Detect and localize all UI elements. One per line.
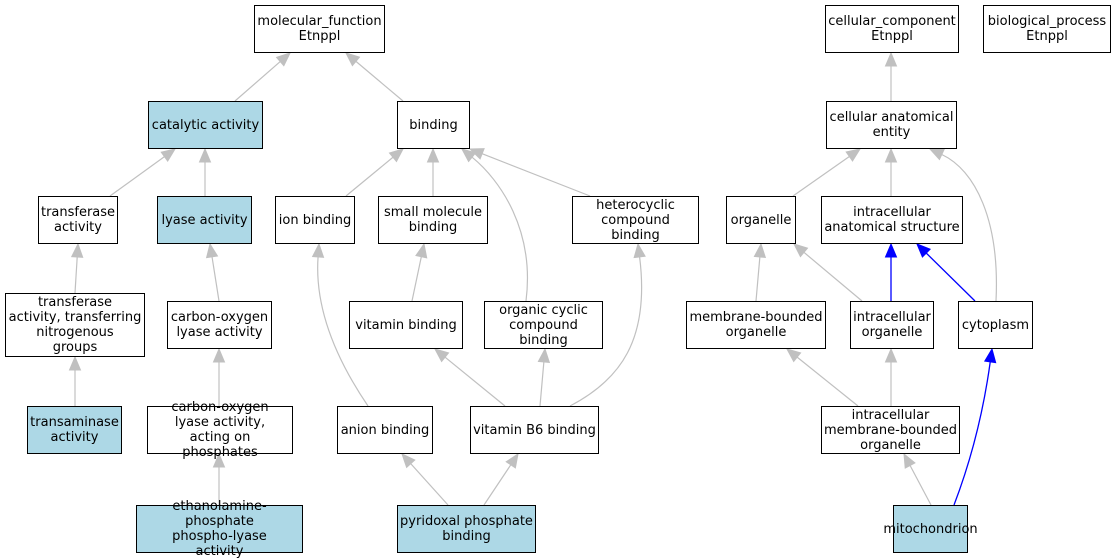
- edge-cytoplasm-to-cellular-anatomical-entity: [941, 153, 998, 302]
- edge-transferase-activity-to-catalytic-activity-arrowhead: [160, 148, 177, 162]
- node-membrane-bounded-organelle[interactable]: membrane-bounded organelle: [686, 301, 826, 349]
- edge-mitochondrion-to-intracellular-membrane-bounded-organelle-arrowhead: [903, 452, 916, 469]
- node-binding[interactable]: binding: [397, 101, 470, 149]
- edge-transferase-nitrogenous-to-transferase-activity-arrowhead: [70, 242, 84, 258]
- edge-heterocyclic-compound-binding-to-binding: [481, 153, 591, 197]
- node-cellular-anatomical-entity[interactable]: cellular anatomical entity: [826, 101, 957, 149]
- node-carbon-oxygen-lyase[interactable]: carbon-oxygen lyase activity: [167, 301, 272, 349]
- edge-carbon-oxygen-lyase-to-lyase-activity: [211, 256, 220, 302]
- edge-mitochondrion-to-cytoplasm: [953, 361, 991, 506]
- node-small-molecule-binding[interactable]: small molecule binding: [378, 196, 488, 244]
- edge-small-molecule-binding-to-binding-arrowhead: [426, 147, 440, 163]
- edge-intracellular-organelle-to-organelle-arrowhead: [793, 243, 809, 258]
- node-ion-binding[interactable]: ion binding: [275, 196, 355, 244]
- edge-vitamin-b6-binding-to-heterocyclic-compound-binding-arrowhead: [633, 242, 646, 259]
- edge-mitochondrion-to-cytoplasm-arrowhead: [983, 347, 997, 364]
- node-transaminase-activity[interactable]: transaminase activity: [27, 406, 122, 454]
- edge-intracellular-organelle-to-organelle: [803, 251, 863, 302]
- edge-anion-binding-to-ion-binding: [317, 256, 369, 407]
- node-heterocyclic-compound-binding[interactable]: heterocyclic compound binding: [572, 196, 699, 244]
- edge-lyase-activity-to-catalytic-activity-arrowhead: [198, 147, 212, 163]
- edge-membrane-bounded-organelle-to-organelle: [755, 256, 761, 302]
- edge-cytoplasm-to-cellular-anatomical-entity-arrowhead: [928, 148, 945, 161]
- edge-mitochondrion-to-intracellular-membrane-bounded-organelle: [909, 465, 932, 506]
- edge-vitamin-b6-binding-to-vitamin-binding: [444, 356, 506, 407]
- edge-pyridoxal-phosphate-binding-to-vitamin-b6-binding: [483, 464, 512, 506]
- node-vitamin-binding[interactable]: vitamin binding: [349, 301, 463, 349]
- node-vitamin-b6-binding[interactable]: vitamin B6 binding: [470, 406, 599, 454]
- edge-organelle-to-cellular-anatomical-entity-arrowhead: [845, 148, 862, 162]
- edge-cytoplasm-to-intracellular-anatomical-structure-arrowhead: [916, 243, 932, 258]
- edge-intracellular-anatomical-structure-to-cellular-anatomical-entity-arrowhead: [884, 147, 898, 163]
- edge-ethanolamine-phosphate-phospho-lyase-to-carbon-oxygen-lyase-phosphates-arrowhead: [212, 452, 226, 468]
- node-cytoplasm[interactable]: cytoplasm: [958, 301, 1033, 349]
- edge-cellular-anatomical-entity-to-cellular-component-arrowhead: [884, 51, 898, 67]
- edge-heterocyclic-compound-binding-to-binding-arrowhead: [468, 148, 485, 160]
- edge-pyridoxal-phosphate-binding-to-vitamin-b6-binding-arrowhead: [505, 452, 519, 469]
- node-transferase-nitrogenous[interactable]: transferase activity, transferring nitro…: [5, 293, 145, 357]
- edge-vitamin-b6-binding-to-heterocyclic-compound-binding: [569, 256, 643, 407]
- edge-cytoplasm-to-intracellular-anatomical-structure: [925, 252, 976, 302]
- edge-membrane-bounded-organelle-to-organelle-arrowhead: [753, 242, 767, 258]
- edge-intracellular-membrane-bounded-organelle-to-membrane-bounded-organelle-arrowhead: [785, 348, 802, 363]
- edge-vitamin-b6-binding-to-vitamin-binding-arrowhead: [434, 348, 450, 363]
- edge-organic-cyclic-compound-binding-to-binding: [471, 156, 528, 302]
- edge-organelle-to-cellular-anatomical-entity: [792, 155, 850, 197]
- edge-transaminase-activity-to-transferase-nitrogenous-arrowhead: [68, 355, 82, 371]
- edge-catalytic-activity-to-molecular-function: [234, 61, 281, 102]
- edge-ion-binding-to-binding: [345, 156, 394, 197]
- node-lyase-activity[interactable]: lyase activity: [157, 196, 252, 244]
- edge-anion-binding-to-ion-binding-arrowhead: [311, 242, 325, 258]
- edge-catalytic-activity-to-molecular-function-arrowhead: [275, 52, 291, 67]
- node-pyridoxal-phosphate-binding[interactable]: pyridoxal phosphate binding: [397, 505, 536, 553]
- edge-pyridoxal-phosphate-binding-to-anion-binding: [410, 463, 449, 506]
- edge-binding-to-molecular-function-arrowhead: [345, 52, 361, 67]
- edge-vitamin-b6-binding-to-organic-cyclic-compound-binding-arrowhead: [537, 347, 551, 363]
- edge-binding-to-molecular-function: [355, 60, 404, 102]
- node-biological-process[interactable]: biological_process Etnppl: [983, 5, 1111, 53]
- edge-transferase-nitrogenous-to-transferase-activity: [74, 256, 78, 294]
- edge-vitamin-b6-binding-to-organic-cyclic-compound-binding: [539, 361, 545, 407]
- node-ethanolamine-phosphate-phospho-lyase[interactable]: ethanolamine-phosphate phospho-lyase act…: [136, 499, 303, 559]
- edge-vitamin-binding-to-small-molecule-binding-arrowhead: [415, 242, 428, 259]
- edge-pyridoxal-phosphate-binding-to-anion-binding-arrowhead: [401, 453, 416, 469]
- node-cellular-component[interactable]: cellular_component Etnppl: [825, 5, 959, 53]
- node-catalytic-activity[interactable]: catalytic activity: [148, 101, 263, 149]
- node-carbon-oxygen-lyase-phosphates[interactable]: carbon-oxygen lyase activity, acting on …: [147, 400, 293, 460]
- edge-intracellular-membrane-bounded-organelle-to-membrane-bounded-organelle: [796, 356, 859, 407]
- node-molecular-function[interactable]: molecular_function Etnppl: [254, 5, 385, 53]
- edge-carbon-oxygen-lyase-to-lyase-activity-arrowhead: [205, 242, 219, 259]
- edge-carbon-oxygen-lyase-phosphates-to-carbon-oxygen-lyase-arrowhead: [212, 347, 226, 363]
- node-organic-cyclic-compound-binding[interactable]: organic cyclic compound binding: [484, 301, 603, 349]
- node-organelle[interactable]: organelle: [726, 196, 796, 244]
- edge-ion-binding-to-binding-arrowhead: [388, 148, 404, 163]
- node-mitochondrion[interactable]: mitochondrion: [883, 505, 978, 553]
- node-intracellular-membrane-bounded-organelle[interactable]: intracellular membrane-bounded organelle: [821, 406, 960, 454]
- node-intracellular-anatomical-structure[interactable]: intracellular anatomical structure: [821, 196, 963, 244]
- node-transferase-activity[interactable]: transferase activity: [38, 196, 118, 244]
- edge-intracellular-organelle-to-intracellular-anatomical-structure-arrowhead: [884, 242, 898, 258]
- edge-vitamin-binding-to-small-molecule-binding: [411, 256, 422, 302]
- node-anion-binding[interactable]: anion binding: [337, 406, 433, 454]
- node-intracellular-organelle[interactable]: intracellular organelle: [850, 301, 934, 349]
- edge-transferase-activity-to-catalytic-activity: [109, 156, 165, 197]
- edge-organic-cyclic-compound-binding-to-binding-arrowhead: [461, 148, 477, 163]
- edge-intracellular-membrane-bounded-organelle-to-intracellular-organelle-arrowhead: [884, 347, 898, 363]
